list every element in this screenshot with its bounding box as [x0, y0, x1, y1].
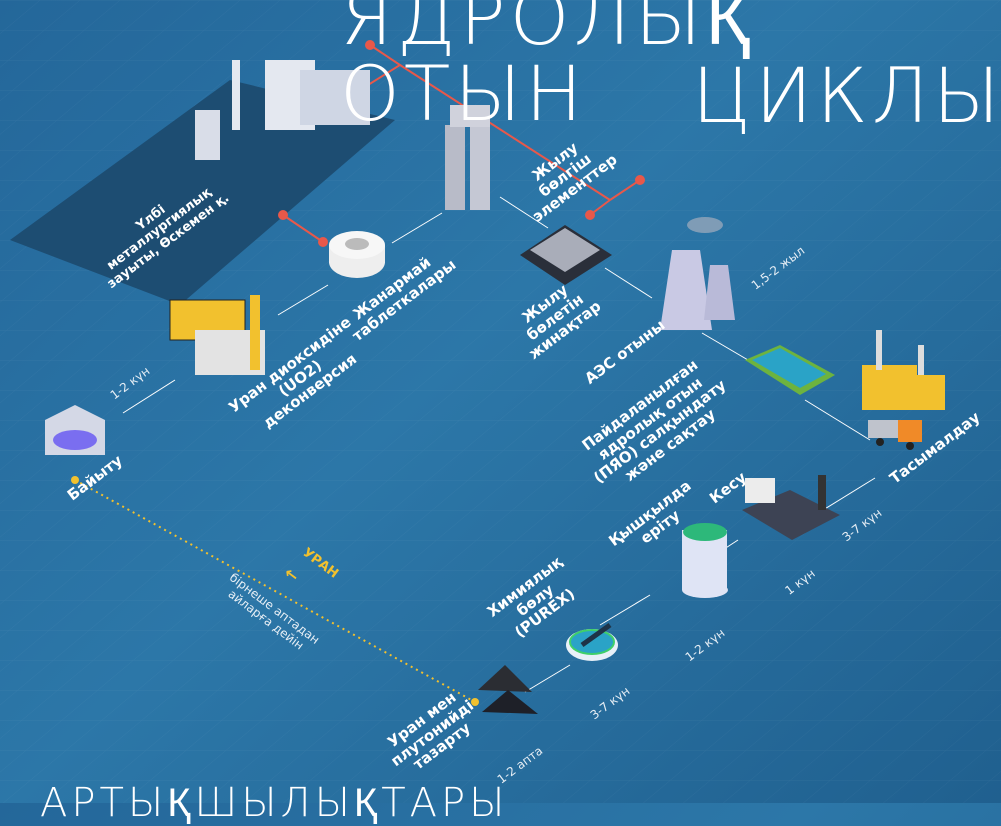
- title-line-1: ЯДРОЛЫҚ ОТЫН: [340, 0, 754, 138]
- npp-icon: [660, 217, 735, 330]
- title-line-2: ЦИКЛЫ: [692, 51, 1001, 140]
- plant-panel: [10, 80, 395, 305]
- cutting-machine-icon: [742, 475, 840, 540]
- factory-icon: [862, 330, 945, 410]
- advantages-heading: АРТЫҚШЫЛЫҚТАРЫ: [40, 780, 509, 826]
- purex-dish-icon: [566, 622, 618, 661]
- dissolution-tank-icon: [682, 523, 728, 598]
- uranium-pile-icon: [478, 665, 538, 714]
- truck-icon: [868, 420, 922, 450]
- plant-icon: [195, 60, 370, 160]
- fuel-assembly-icon: [520, 225, 612, 285]
- pellet-icon: [329, 231, 385, 278]
- background-grid: [0, 0, 1001, 803]
- fuel-rods-icon: [445, 105, 490, 210]
- enrichment-icon: [45, 405, 105, 455]
- uranium-return-line: [74, 479, 476, 703]
- deconversion-icon: [169, 295, 265, 375]
- cooling-pool-icon: [745, 345, 835, 395]
